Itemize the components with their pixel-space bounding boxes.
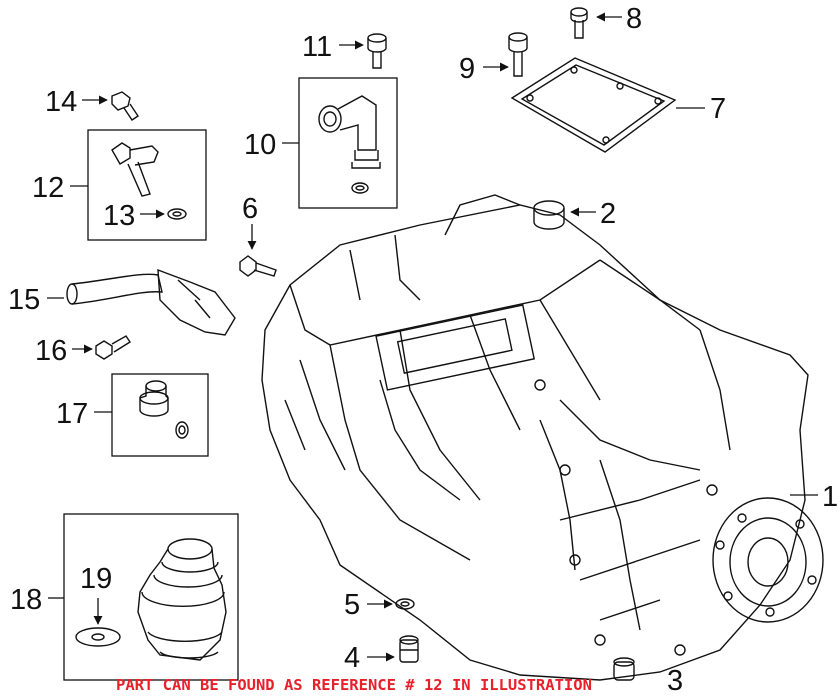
callout-9: 9 (459, 53, 475, 85)
plug-part-4 (399, 635, 419, 663)
bolt-part-11 (367, 33, 387, 69)
bolt-part-9 (508, 32, 528, 77)
plug-part-3 (613, 657, 635, 681)
bolt-part-8 (570, 7, 588, 39)
boot-part-18 (137, 538, 227, 661)
callout-18: 18 (10, 584, 42, 616)
box-part-18 (63, 513, 239, 681)
callout-2: 2 (600, 198, 616, 230)
callout-10: 10 (244, 129, 276, 161)
washer-part-5 (395, 598, 415, 610)
box-part-17 (111, 373, 209, 457)
callout-15: 15 (8, 284, 40, 316)
callout-3: 3 (667, 665, 683, 697)
box-part-10 (298, 77, 398, 209)
reference-note: PART CAN BE FOUND AS REFERENCE # 12 IN I… (116, 676, 592, 694)
fitting-part-17 (139, 380, 189, 439)
bolt-part-16 (95, 335, 131, 360)
elbow-fitting-part-10 (318, 95, 381, 194)
box-part-12 (87, 129, 207, 241)
callout-11: 11 (302, 31, 332, 63)
transmission-housing (261, 194, 824, 681)
bolt-part-6 (239, 255, 277, 277)
callout-19: 19 (80, 563, 112, 595)
callout-16: 16 (35, 335, 67, 367)
callout-14: 14 (45, 86, 77, 118)
callout-1: 1 (822, 481, 838, 513)
callout-7: 7 (710, 93, 726, 125)
o-ring-part-13 (167, 208, 187, 220)
washer-part-19 (75, 627, 121, 647)
callout-12: 12 (32, 172, 64, 204)
callout-5: 5 (344, 589, 360, 621)
gasket-part-7 (510, 57, 677, 153)
callout-17: 17 (56, 398, 88, 430)
cap-part-2 (533, 200, 565, 230)
callout-8: 8 (626, 3, 642, 35)
hose-connector-part-15 (66, 268, 236, 336)
callout-13: 13 (103, 200, 135, 232)
callout-4: 4 (344, 642, 360, 674)
bolt-part-14 (111, 91, 139, 121)
callout-6: 6 (242, 193, 258, 225)
sensor-part-12 (111, 142, 159, 197)
